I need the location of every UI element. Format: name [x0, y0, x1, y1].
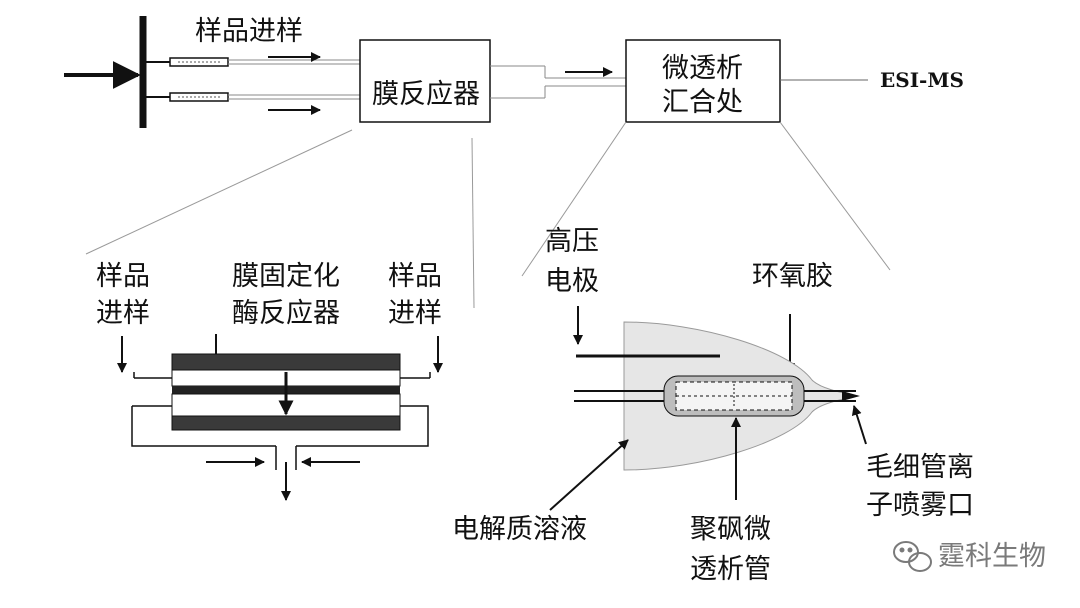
- esi-ms-label: ESI-MS: [880, 68, 964, 92]
- emitter-tip: [842, 391, 860, 401]
- microdialysis-junction-label-2: 汇合处: [662, 87, 743, 118]
- microdialysis-junction-label-1: 微透析: [662, 53, 743, 84]
- watermark-text: 霆科生物: [938, 541, 1046, 572]
- membrane-reactor-label: 膜反应器: [372, 79, 480, 110]
- polysulfone-tube-label-1: 聚砜微: [690, 514, 771, 545]
- polysulfone-tube-label-2: 透析管: [690, 554, 771, 585]
- left-sample-inlet-label-2: 进样: [96, 298, 150, 329]
- capillary-emitter-label-2: 子喷雾口: [866, 490, 974, 521]
- top-dark-band: [171, 353, 401, 371]
- wechat-icon: [893, 541, 932, 572]
- watermark: 霆科生物: [893, 541, 1046, 572]
- right-sample-inlet-label-1: 样品: [388, 261, 442, 292]
- electrolyte-pointer-arrow: [549, 439, 629, 511]
- zoom-lines: [85, 121, 891, 309]
- syringe-lower: [146, 92, 360, 102]
- epoxy-label: 环氧胶: [752, 261, 833, 292]
- high-voltage-electrode-label-1: 高压: [545, 226, 599, 257]
- reactor-to-junction-tubing: [490, 65, 626, 99]
- microdialysis-junction-box: 微透析 汇合处: [625, 39, 781, 123]
- sample-inlet-top-label: 样品进样: [195, 16, 303, 47]
- electrolyte-label: 电解质溶液: [452, 514, 587, 545]
- immobilized-reactor-label-2: 酶反应器: [232, 298, 340, 329]
- membrane-reactor-box: 膜反应器: [359, 39, 491, 123]
- capillary-emitter-label-1: 毛细管离: [866, 452, 974, 483]
- emitter-pointer-arrow: [851, 405, 867, 445]
- bottom-dark-band: [171, 415, 401, 431]
- syringe-upper: [146, 57, 360, 67]
- right-sample-inlet-label-2: 进样: [388, 298, 442, 329]
- left-sample-inlet-label-1: 样品: [96, 261, 150, 292]
- esi-emitter-body: [574, 321, 860, 471]
- immobilized-reactor-label-1: 膜固定化: [232, 261, 340, 292]
- membrane-reactor-detail: [131, 353, 431, 470]
- high-voltage-electrode-label-2: 电极: [545, 266, 599, 297]
- pump-input: [64, 16, 147, 128]
